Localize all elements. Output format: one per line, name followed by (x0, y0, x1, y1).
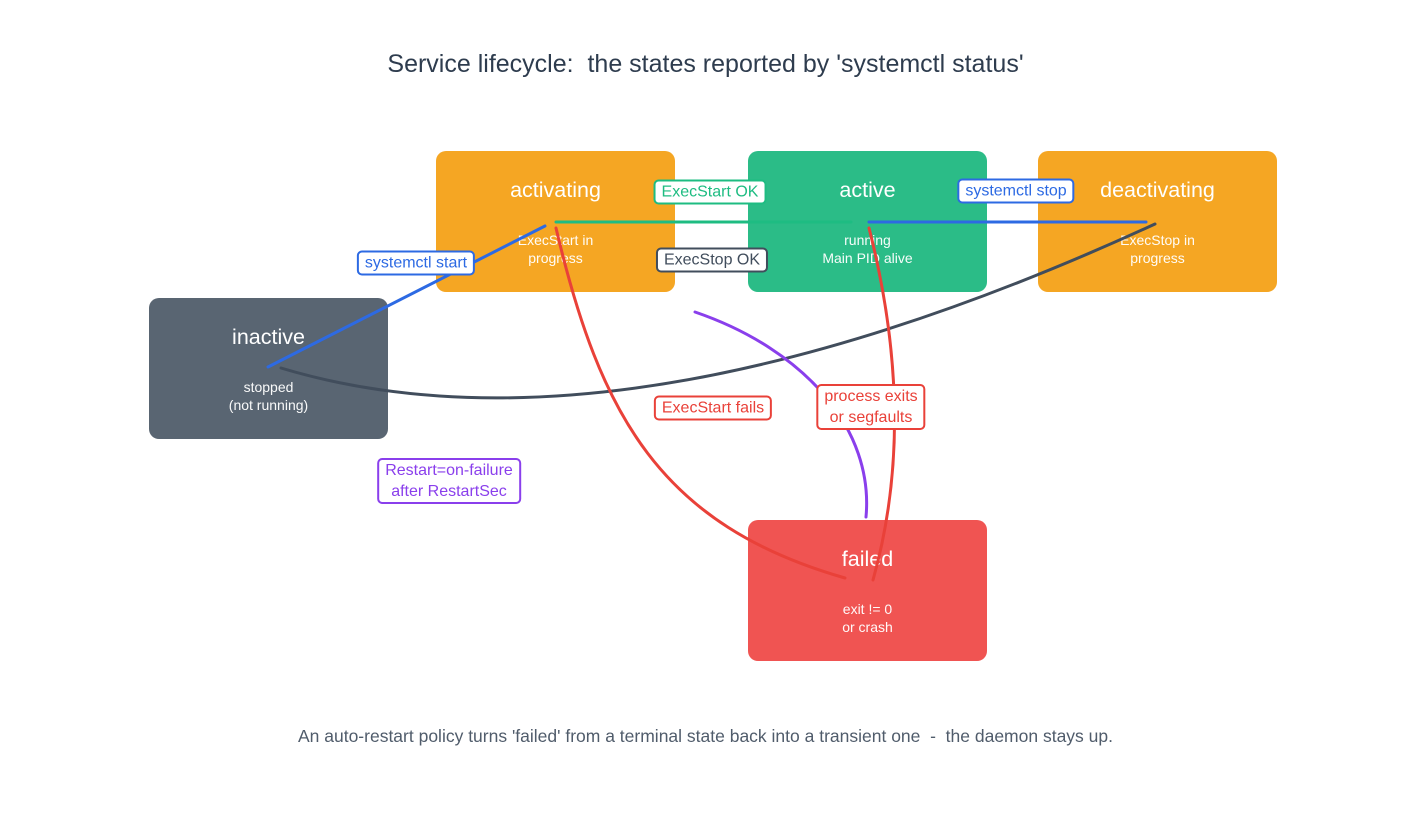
edge-label-process-exits: process exits or segfaults (816, 384, 926, 430)
state-subtitle-line: or crash (842, 619, 893, 635)
state-subtitle-line: ExecStop in (1120, 232, 1195, 248)
state-subtitle-line: running (844, 232, 891, 248)
state-subtitle-line: progress (528, 250, 583, 266)
state-subtitle-line: ExecStart in (517, 232, 594, 248)
state-title: failed (841, 547, 894, 571)
state-title: inactive (232, 325, 305, 349)
edge-label-line: or segfaults (829, 409, 913, 426)
state-subtitle-line: Main PID alive (822, 250, 913, 266)
state-title: active (839, 178, 896, 202)
state-box-inactive: inactive stopped (not running) (149, 298, 388, 439)
state-subtitle-line: stopped (243, 379, 294, 395)
edge-label-execstop-ok: ExecStop OK (655, 247, 769, 273)
edge-label-execstart-fails: ExecStart fails (653, 395, 773, 421)
edge-label-line: Restart=on-failure (385, 462, 513, 479)
edge-label-systemctl-stop: systemctl stop (957, 178, 1075, 204)
edge-label-restart-on-failure: Restart=on-failure after RestartSec (377, 458, 521, 504)
state-box-deactivating: deactivating ExecStop in progress (1038, 151, 1277, 292)
edge-label-line: after RestartSec (391, 483, 507, 500)
state-subtitle: exit != 0 or crash (748, 600, 987, 636)
state-subtitle-line: progress (1130, 250, 1185, 266)
diagram-title: Service lifecycle: the states reported b… (387, 50, 1024, 78)
state-subtitle: stopped (not running) (149, 378, 388, 414)
edge-label-execstart-ok: ExecStart OK (653, 179, 767, 205)
edge-label-line: process exits (824, 388, 918, 405)
edge-label-systemctl-start: systemctl start (356, 250, 476, 276)
state-subtitle-line: exit != 0 (842, 601, 893, 617)
state-title: activating (510, 178, 601, 202)
footer-note: An auto-restart policy turns 'failed' fr… (297, 726, 1113, 746)
state-box-failed: failed exit != 0 or crash (748, 520, 987, 661)
state-subtitle: ExecStop in progress (1038, 231, 1277, 267)
state-title: deactivating (1100, 178, 1215, 202)
state-subtitle-line: (not running) (228, 397, 309, 413)
